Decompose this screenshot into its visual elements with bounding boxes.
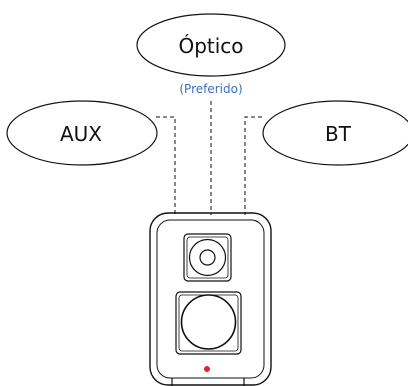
bt-bubble	[262, 100, 408, 166]
aux-bubble	[6, 100, 158, 166]
status-indicator-led	[204, 366, 210, 372]
woofer-cone	[180, 294, 237, 350]
bt-label: BT	[325, 122, 351, 146]
woofer-frame	[175, 291, 242, 355]
tweeter-frame	[183, 233, 232, 282]
speaker	[149, 212, 272, 386]
optical-label: Óptico	[178, 34, 244, 58]
aux-label: AUX	[59, 122, 103, 146]
bt-connector	[244, 116, 262, 215]
tweeter-inner-frame	[186, 236, 229, 279]
connection-lines	[156, 101, 262, 215]
tweeter-dome	[199, 249, 216, 266]
optical-preferred-note: (Preferido)	[179, 82, 243, 96]
aux-connector	[156, 116, 176, 215]
optical-bubble	[136, 13, 286, 77]
speaker-outer-body	[149, 212, 272, 386]
speaker-inner-body	[156, 219, 265, 379]
tweeter-cone	[188, 238, 227, 277]
